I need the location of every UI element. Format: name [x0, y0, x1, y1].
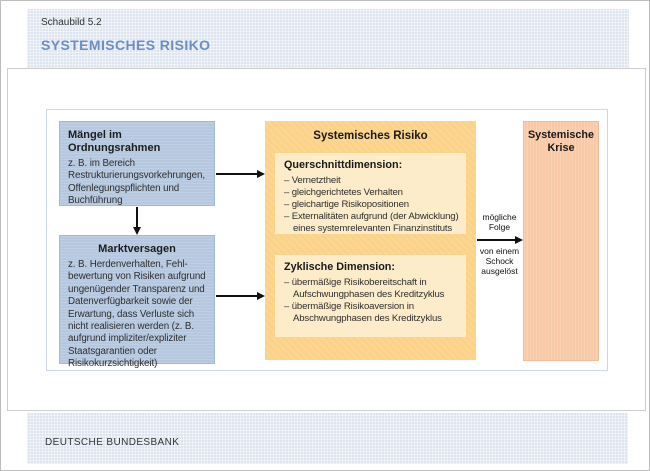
systemic-risk-box: Systemisches Risiko Querschnittdimension…: [265, 121, 476, 360]
arrow1-head-icon: [257, 170, 265, 178]
arrow2-head-icon: [257, 292, 265, 300]
list-item: – übermäßige Risikobereitschaft in Aufsc…: [284, 277, 445, 300]
regulatory-box-body: z. B. im Bereich Restrukturierungsvorkeh…: [68, 158, 205, 207]
footer-brand: DEUTSCHE BUNDESBANK: [45, 437, 180, 448]
arrow3-line: [477, 239, 515, 241]
footer-band: DEUTSCHE BUNDESBANK: [27, 413, 628, 464]
arrow-label-possible-consequence: mögliche Folge: [482, 212, 517, 232]
cross-section-dimension-box: Querschnittdimension: – Vernetztheit – g…: [275, 153, 466, 234]
cross-section-list: – Vernetztheit – gleichgerichtetes Verha…: [284, 175, 462, 235]
arrow-label-shock-triggered: von einem Schock ausgelöst: [479, 246, 520, 276]
cyclical-dimension-box: Zyklische Dimension: – übermäßige Risiko…: [275, 255, 466, 337]
market-failure-body: z. B. Herdenverhalten, Fehl-bewertung vo…: [68, 259, 206, 370]
cross-section-title: Querschnittdimension:: [284, 159, 403, 171]
down-arrow-line: [136, 207, 138, 227]
systemic-crisis-box: Systemische Krise: [523, 121, 599, 361]
regulatory-deficiencies-box: Mängel im Ordnungsrahmen z. B. im Bereic…: [59, 121, 215, 206]
list-item: – übermäßige Risikoaversion in Abschwung…: [284, 300, 442, 324]
arrow2-line: [216, 295, 257, 297]
list-item: – Vernetztheit: [284, 175, 341, 186]
list-item: – Externalitäten aufgrund (der Abwicklun…: [284, 210, 459, 234]
header-band: Schaubild 5.2 SYSTEMISCHES RISIKO: [27, 9, 629, 68]
content-panel: Mängel im Ordnungsrahmen z. B. im Bereic…: [7, 68, 646, 411]
list-item: – gleichartige Risikopositionen: [284, 198, 409, 210]
systemic-crisis-title: Systemische Krise: [527, 129, 595, 154]
cyclical-title: Zyklische Dimension:: [284, 261, 396, 273]
figure-label: Schaubild 5.2: [41, 17, 102, 28]
arrow3-head-icon: [515, 236, 523, 244]
diagram-area: Mängel im Ordnungsrahmen z. B. im Bereic…: [46, 109, 608, 371]
arrow1-line: [216, 173, 257, 175]
market-failure-box: Marktversagen z. B. Herdenverhalten, Feh…: [59, 235, 215, 369]
cyclical-list: – übermäßige Risikobereitschaft in Aufsc…: [284, 277, 462, 325]
regulatory-box-title: Mängel im Ordnungsrahmen: [68, 129, 161, 154]
down-arrow-head-icon: [133, 227, 141, 235]
page-title: SYSTEMISCHES RISIKO: [41, 37, 211, 53]
list-item: – gleichgerichtetes Verhalten: [284, 186, 403, 198]
systemic-risk-title: Systemisches Risiko: [313, 130, 428, 142]
market-failure-title: Marktversagen: [98, 243, 176, 255]
